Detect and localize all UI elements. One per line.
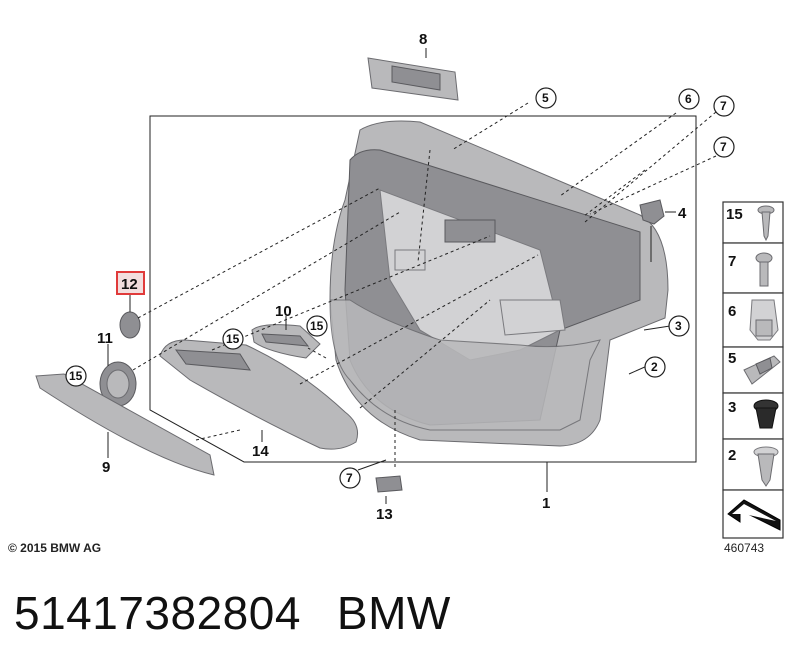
leader-lines <box>132 102 717 470</box>
clip-4 <box>639 199 665 225</box>
svg-text:3: 3 <box>675 319 682 333</box>
screw-icon <box>757 205 775 242</box>
circled-callout-7a: 7 <box>713 95 735 117</box>
svg-text:15: 15 <box>726 206 743 223</box>
washer-icon <box>727 499 781 531</box>
callout-8: 8 <box>419 31 427 48</box>
svg-text:5: 5 <box>728 350 736 367</box>
callout-4: 4 <box>678 205 687 222</box>
solid-leaders <box>107 48 676 504</box>
svg-text:2: 2 <box>651 360 658 374</box>
circled-callout-6: 6 <box>678 88 700 110</box>
armrest-14 <box>159 339 359 450</box>
clip-13 <box>375 475 403 493</box>
svg-text:5: 5 <box>542 91 549 105</box>
assembly-frame <box>149 115 697 463</box>
circled-callout-15a: 15 <box>222 328 244 350</box>
svg-text:7: 7 <box>346 471 353 485</box>
speaker-grille-11 <box>99 361 137 407</box>
part-number: 51417382804 <box>14 587 301 639</box>
copyright-notice: © 2015 BMW AG <box>8 541 102 555</box>
circled-callout-7c: 7 <box>339 467 361 489</box>
callout-12-highlight: 12 <box>116 271 145 295</box>
rubber-plug-icon <box>753 399 779 429</box>
svg-text:7: 7 <box>728 253 736 270</box>
callout-12: 12 <box>121 276 138 293</box>
door-handle-10 <box>251 324 321 359</box>
svg-text:15: 15 <box>226 332 240 346</box>
svg-text:15: 15 <box>310 319 324 333</box>
door-panel <box>329 120 669 447</box>
svg-text:15: 15 <box>69 369 83 383</box>
switch-block-8 <box>367 57 459 101</box>
push-rivet-icon <box>753 446 779 487</box>
callout-14: 14 <box>252 443 269 460</box>
circled-callout-5: 5 <box>535 87 557 109</box>
callout-9: 9 <box>102 459 110 476</box>
circled-callout-7b: 7 <box>713 136 735 158</box>
svg-text:7: 7 <box>720 99 727 113</box>
bolt-icon <box>755 252 773 287</box>
diagram-id: 460743 <box>724 541 765 555</box>
callout-1: 1 <box>542 495 550 512</box>
bracket-clip-icon <box>743 355 781 385</box>
circled-callout-2: 2 <box>644 356 666 378</box>
circled-callout-3: 3 <box>668 315 690 337</box>
brand-name: BMW <box>336 587 451 639</box>
circled-callout-15c: 15 <box>65 365 87 387</box>
svg-text:6: 6 <box>728 303 736 320</box>
fastener-legend: 15 7 6 5 3 2 <box>722 201 784 539</box>
circled-callout-15b: 15 <box>306 315 328 337</box>
part-caption: 51417382804 BMW <box>14 586 487 640</box>
speaker-cover-12 <box>119 311 141 339</box>
svg-text:7: 7 <box>720 140 727 154</box>
callout-10: 10 <box>275 303 292 320</box>
svg-text:3: 3 <box>728 399 736 416</box>
clip-nut-icon <box>749 299 779 341</box>
parts-diagram: 8 4 1 10 11 9 14 13 12 5 6 7 7 3 2 7 15 <box>35 31 784 539</box>
callout-13: 13 <box>376 506 393 523</box>
callout-11: 11 <box>97 330 113 347</box>
svg-text:2: 2 <box>728 447 736 464</box>
svg-text:6: 6 <box>685 92 692 106</box>
trim-strip-9 <box>35 373 215 476</box>
